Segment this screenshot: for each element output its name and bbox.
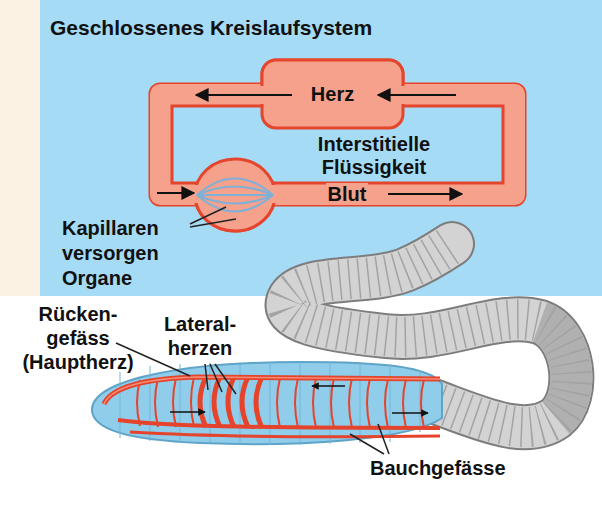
- bulb-fill: [195, 159, 275, 231]
- flow-arrow: [170, 411, 205, 413]
- blood-label: Blut: [326, 183, 369, 205]
- leader-line: [190, 219, 236, 227]
- dorsal-vessel-label: Rücken- gefäss (Hauptherz): [22, 302, 133, 374]
- vessel-fill: [150, 60, 525, 231]
- flow-arrow: [157, 192, 194, 194]
- capillary-bulb: [195, 159, 275, 231]
- flow-arrow: [312, 385, 345, 387]
- lateral-hearts-label: Lateral- herzen: [164, 312, 236, 360]
- flow-arrow: [196, 94, 292, 96]
- leader-line: [215, 364, 236, 394]
- side-strip: [0, 0, 40, 296]
- vessel-highlight: [104, 377, 440, 404]
- flow-arrows: [157, 95, 462, 194]
- capillary: [197, 187, 273, 196]
- panel: [40, 0, 602, 296]
- flow-arrow: [392, 412, 428, 414]
- capillary-bulb: [195, 159, 275, 231]
- worm-vessels: [104, 377, 440, 437]
- heart-node: Herz: [262, 60, 403, 128]
- worm-front: [92, 362, 442, 444]
- flow-arrow: [378, 94, 456, 96]
- capillary: [197, 179, 273, 196]
- leader-lines: [190, 207, 236, 227]
- leader-lines: [116, 343, 389, 454]
- diagram-title: Geschlossenes Kreislaufsystem: [50, 16, 372, 40]
- lateral-hearts: [200, 377, 262, 428]
- leader-line: [350, 434, 384, 454]
- vessel-loop: [150, 60, 525, 231]
- capillaries: [197, 179, 273, 212]
- capillary: [197, 194, 273, 196]
- capillary: [197, 195, 273, 212]
- ventral-vessels-label: Bauchgefässe: [370, 456, 506, 480]
- capillary: [197, 195, 273, 204]
- segmental-vessels: [137, 377, 424, 428]
- worm-flow-arrows: [170, 386, 428, 413]
- ventral-vessel: [130, 432, 440, 437]
- fluid-label: Interstitielle Flüssigkeit: [318, 133, 430, 179]
- flow-arrow: [388, 193, 462, 195]
- leader-line: [205, 364, 208, 390]
- node-text: Herz: [311, 83, 354, 106]
- leader-line: [378, 424, 389, 454]
- leader-line: [210, 364, 222, 392]
- capillary-label: Kapillaren versorgen Organe: [62, 216, 159, 291]
